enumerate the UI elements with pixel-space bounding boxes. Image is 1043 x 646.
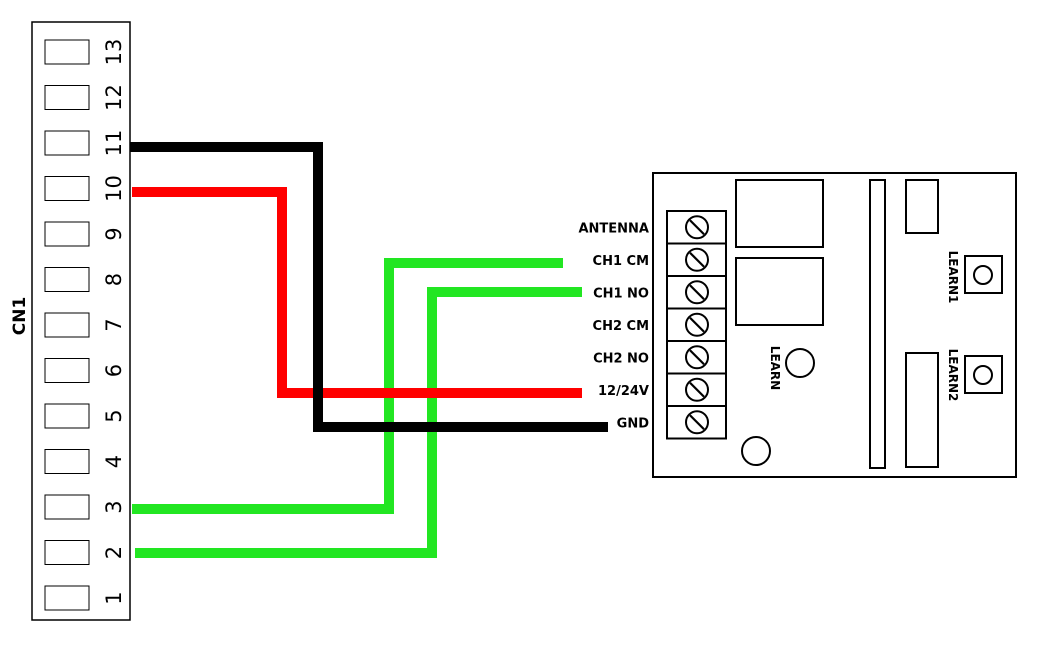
screw-slot (689, 219, 705, 236)
learn-button[interactable] (785, 348, 815, 378)
pin-label-2: 2 (102, 546, 126, 559)
pin-slot-5 (44, 403, 90, 429)
wire-red-12-24v (132, 187, 582, 398)
connector-title: CN1 (10, 297, 30, 336)
screw-slot (689, 381, 705, 398)
pin-slot-1 (44, 585, 90, 611)
pin-label-4: 4 (102, 455, 126, 468)
mounting-hole (741, 436, 771, 466)
learn1-button[interactable] (973, 265, 993, 285)
terminal-block (666, 210, 727, 440)
pin-slot-11 (44, 130, 90, 156)
terminal-label-5: 12/24V (598, 384, 649, 399)
component-bottom (905, 352, 939, 468)
pin-label-11: 11 (102, 130, 126, 157)
pin-label-6: 6 (102, 364, 126, 377)
pin-label-13: 13 (102, 39, 126, 66)
learn-label: LEARN (768, 346, 782, 390)
pin-label-5: 5 (102, 409, 126, 422)
screw-slot (689, 316, 705, 333)
pin-label-3: 3 (102, 500, 126, 513)
pin-label-8: 8 (102, 273, 126, 286)
pin-slot-7 (44, 312, 90, 338)
pin-slot-10 (44, 176, 90, 201)
pin-label-1: 1 (102, 591, 126, 604)
pin-label-7: 7 (102, 318, 126, 331)
learn1-button-frame (964, 255, 1003, 294)
wire-black-gnd (130, 142, 608, 432)
screw-slot (689, 251, 705, 268)
pin-slot-2 (44, 540, 90, 565)
learn2-label: LEARN2 (946, 349, 960, 402)
terminal-label-0: ANTENNA (578, 221, 649, 236)
screw-slot (689, 349, 705, 366)
pin-slot-13 (44, 39, 90, 65)
terminal-label-1: CH1 CM (593, 254, 649, 269)
screw-slot (689, 284, 705, 301)
wires (130, 142, 608, 558)
terminal-label-3: CH2 CM (593, 319, 649, 334)
screw-slot (689, 414, 705, 431)
terminal-label-2: CH1 NO (593, 286, 649, 301)
strip-component (869, 179, 886, 469)
pin-slot-9 (44, 221, 90, 247)
relay-1 (735, 179, 824, 248)
component-top (905, 179, 939, 234)
pin-slot-3 (44, 494, 90, 520)
relay-2 (735, 257, 824, 326)
wire-green-ch1-cm (132, 258, 563, 514)
pin-label-12: 12 (102, 84, 126, 111)
receiver-module: LEARN LEARN1 LEARN2 (652, 172, 1017, 478)
pin-label-9: 9 (102, 227, 126, 240)
learn1-label: LEARN1 (946, 251, 960, 304)
pin-slot-4 (44, 449, 90, 474)
pin-label-10: 10 (102, 175, 126, 202)
terminal-label-6: GND (617, 416, 650, 431)
terminal-label-4: CH2 NO (593, 351, 649, 366)
pin-slot-6 (44, 358, 90, 383)
learn2-button[interactable] (973, 365, 993, 385)
pin-slot-8 (44, 267, 90, 292)
terminal-labels: ANTENNA CH1 CM CH1 NO CH2 CM CH2 NO 12/24V GND (578, 221, 649, 431)
pin-slot-12 (44, 85, 90, 110)
learn2-button-frame (964, 355, 1003, 394)
